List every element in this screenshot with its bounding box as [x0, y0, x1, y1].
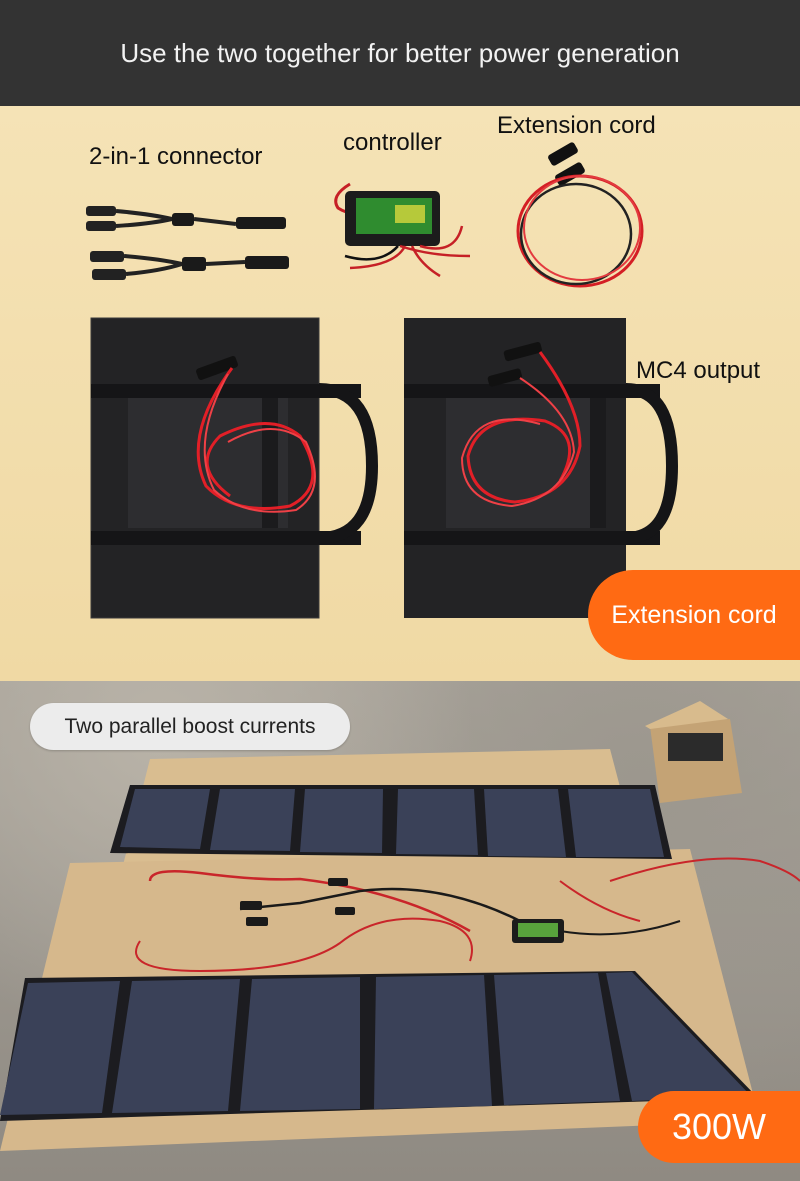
accessories-photo: [0, 106, 800, 681]
wiring: [135, 857, 800, 973]
charge-controller: [334, 182, 471, 278]
label-controller: controller: [343, 129, 442, 156]
wattage-badge: 300W: [638, 1091, 800, 1163]
solar-panel-lower: [0, 971, 758, 1121]
label-mc4-output: MC4 output: [636, 357, 761, 384]
folded-panel-bag-left: [90, 317, 379, 619]
solar-panel-upper: [110, 785, 672, 859]
folded-panel-bag-right: [404, 318, 679, 618]
branch-connector-1: [86, 206, 286, 231]
extension-cord-coil: [516, 142, 644, 288]
battery-box: [645, 701, 742, 803]
label-extension-cord: Extension cord: [497, 112, 656, 139]
parallel-setup-illustration: [0, 701, 800, 1151]
header-banner: Use the two together for better power ge…: [0, 0, 800, 106]
branch-connector-2: [90, 251, 289, 280]
extension-cord-badge: Extension cord: [588, 570, 800, 660]
header-title: Use the two together for better power ge…: [120, 37, 680, 68]
accessories-illustration: [86, 142, 679, 619]
charge-controller-in-use: [512, 919, 564, 943]
label-2in1-connector: 2-in-1 connector: [89, 143, 263, 170]
parallel-badge: Two parallel boost currents: [30, 703, 350, 750]
